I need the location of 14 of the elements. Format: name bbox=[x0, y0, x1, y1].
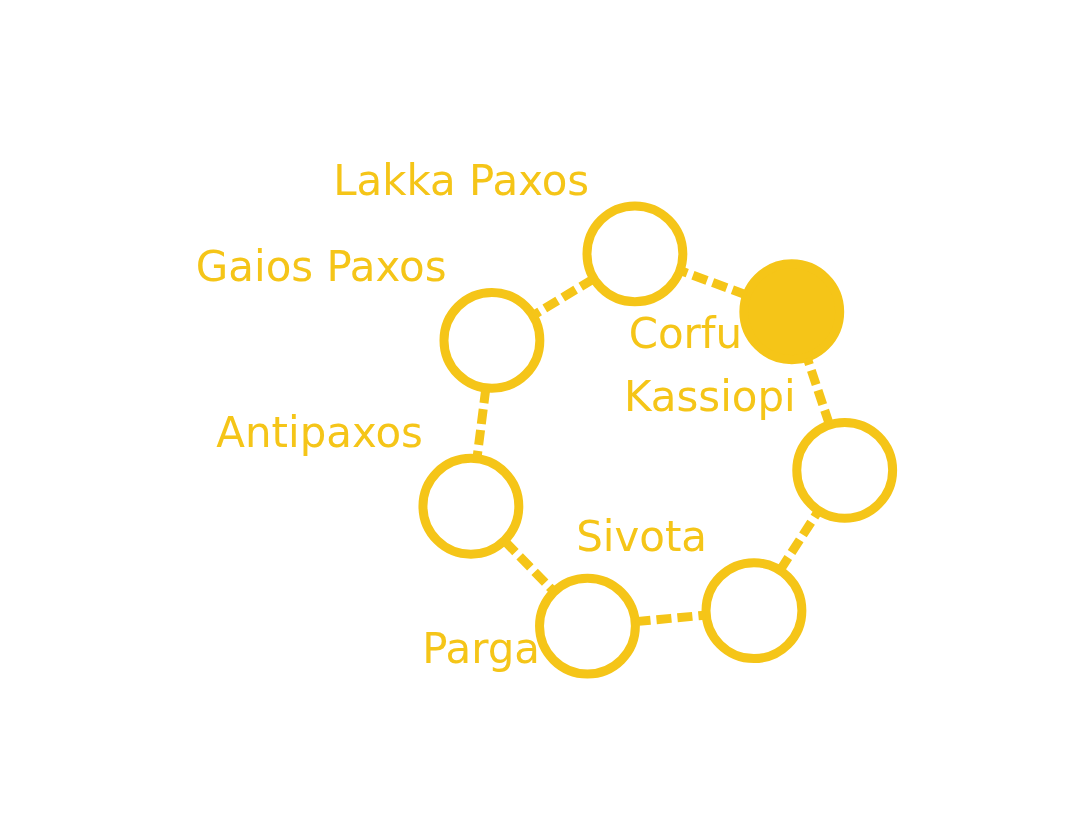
node-label: Sivota bbox=[575, 511, 707, 561]
node-circle bbox=[738, 258, 844, 364]
node-circle bbox=[791, 417, 897, 523]
node-label: Lakka Paxos bbox=[332, 155, 589, 205]
node-label: Gaios Paxos bbox=[195, 241, 447, 291]
node-label: Kassiopi bbox=[623, 371, 796, 421]
node-circle bbox=[534, 573, 640, 678]
node-label: Parga bbox=[421, 623, 540, 673]
connector bbox=[501, 537, 557, 595]
node-circle bbox=[582, 200, 687, 306]
node-circle bbox=[439, 287, 544, 393]
node-label: Corfu bbox=[628, 308, 742, 358]
node-circle bbox=[701, 557, 806, 663]
node-label: Antipaxos bbox=[215, 407, 423, 457]
